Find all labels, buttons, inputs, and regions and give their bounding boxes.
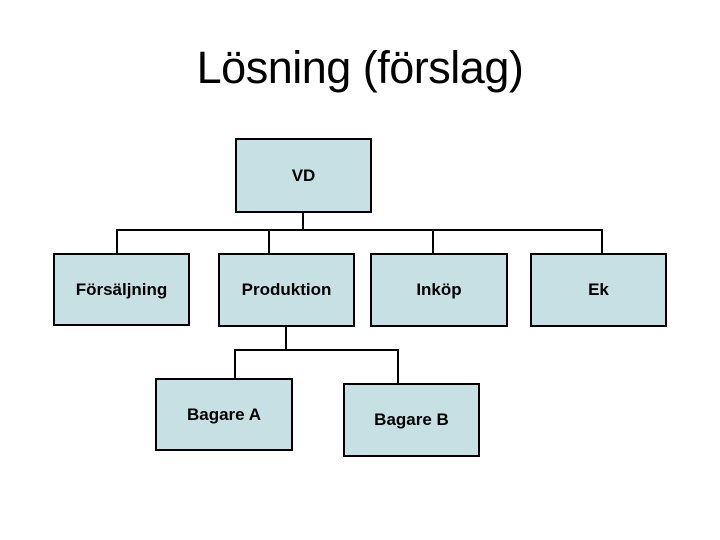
- org-node-bagare-b: Bagare B: [343, 383, 480, 457]
- org-node-produktion: Produktion: [218, 253, 355, 327]
- connector-drop-ek: [601, 229, 603, 253]
- org-node-vd: VD: [235, 138, 372, 213]
- org-node-vd-label: VD: [291, 165, 316, 185]
- connector-row1-rail: [116, 229, 603, 231]
- connector-row2-rail: [234, 349, 399, 351]
- org-node-inkop: Inköp: [370, 253, 508, 327]
- org-node-bagare-a-label: Bagare A: [186, 404, 261, 424]
- org-node-forsaljning: Försäljning: [53, 253, 190, 326]
- connector-drop-produktion: [268, 229, 270, 253]
- connector-drop-bagare-b: [397, 349, 399, 383]
- org-node-bagare-a: Bagare A: [155, 378, 293, 451]
- connector-drop-bagare-a: [234, 349, 236, 378]
- org-node-inkop-label: Inköp: [416, 280, 462, 299]
- connector-vd-stem: [302, 213, 304, 230]
- connector-drop-inkop: [432, 229, 434, 253]
- org-node-produktion-label: Produktion: [241, 280, 332, 299]
- slide-title: Lösning (förslag): [196, 42, 524, 93]
- org-node-ek-label: Ek: [588, 280, 609, 299]
- org-node-bagare-b-label: Bagare B: [374, 410, 449, 429]
- connector-drop-forsaljning: [116, 229, 118, 253]
- org-node-forsaljning-label: Försäljning: [75, 279, 168, 299]
- connector-produktion-stem: [285, 327, 287, 350]
- org-node-ek: Ek: [530, 253, 667, 327]
